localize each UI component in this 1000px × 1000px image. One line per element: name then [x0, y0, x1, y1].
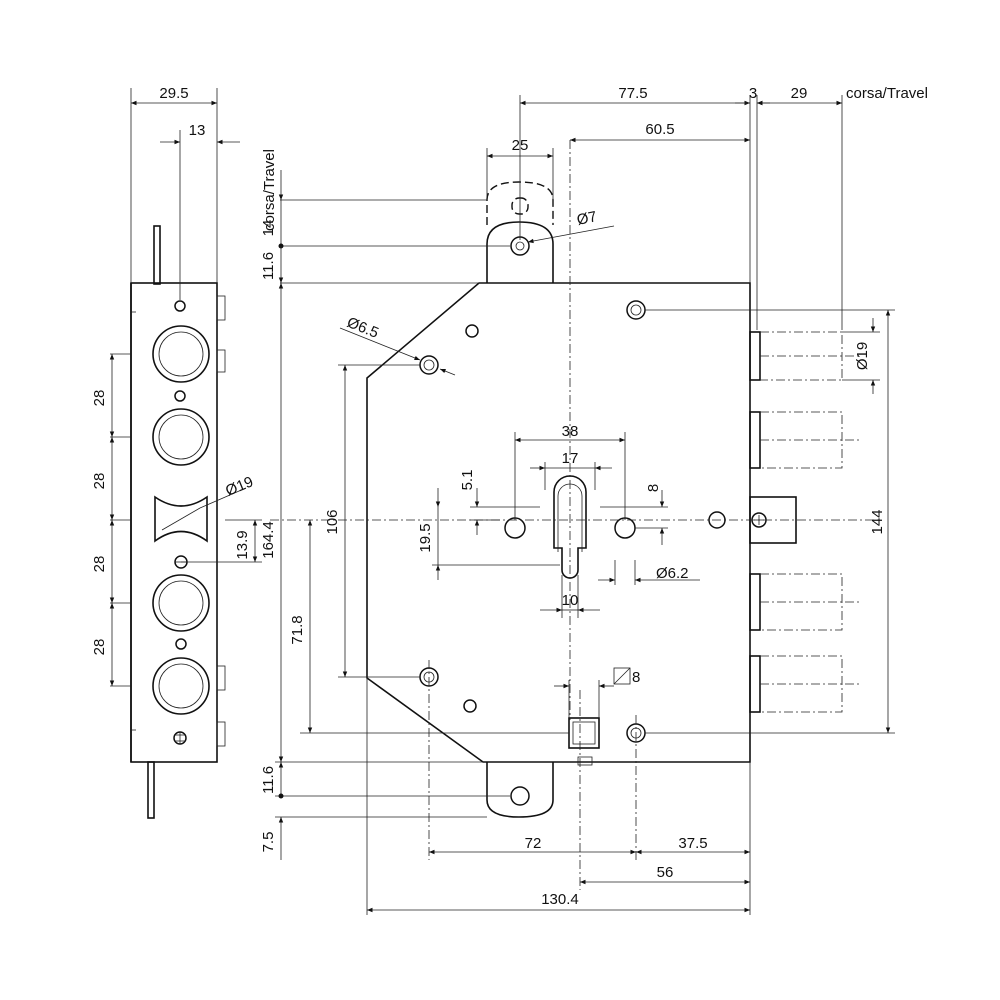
- dim-top-77-5: 77.5: [618, 85, 647, 102]
- dim-height-71-8: 71.8: [289, 615, 306, 644]
- dim-top-60-5: 60.5: [645, 121, 674, 138]
- dim-bottom-72: 72: [525, 835, 542, 852]
- dim-height-164-4: 164.4: [260, 521, 277, 559]
- lock-case: [366, 282, 751, 763]
- dim-bolt-dia-19: Ø19: [854, 342, 871, 370]
- dim-pitch-1: 28: [91, 390, 108, 407]
- top-mount-ear: [486, 221, 554, 283]
- travel-label-right: corsa/Travel: [846, 85, 928, 102]
- dim-bottom-7-5: 7.5: [260, 832, 277, 853]
- dim-height-144: 144: [869, 509, 886, 534]
- latch-bolt: [154, 495, 208, 543]
- dim-pitch-4: 28: [91, 639, 108, 656]
- dim-top-14: 14: [260, 220, 277, 237]
- cylinder-keyhole: [553, 475, 587, 579]
- dim-hole-6-5: Ø6.5: [345, 314, 382, 342]
- travel-label-left: corsa/Travel: [261, 149, 278, 231]
- side-bolts: [152, 325, 210, 715]
- dim-top-3: 3: [749, 85, 757, 102]
- dim-bottom-56: 56: [657, 864, 674, 881]
- top-rod: [153, 225, 161, 285]
- front-view: 77.5 3 29 corsa/Travel 60.5 25 Ø7 Ø6.5 c…: [260, 85, 928, 915]
- bottom-mount-ear: [486, 762, 554, 818]
- dim-side-bolt-dia: Ø19: [223, 473, 256, 499]
- side-faceplate: [130, 282, 218, 763]
- bottom-rod: [147, 761, 155, 819]
- dim-cylinder-38: 38: [562, 423, 579, 440]
- dim-hole-7: Ø7: [575, 208, 598, 229]
- dim-cylinder-17: 17: [562, 450, 579, 467]
- dim-top-29: 29: [791, 85, 808, 102]
- dim-side-offset: 13: [189, 122, 206, 139]
- dim-square-8: 8: [632, 669, 640, 686]
- dim-pitch-2: 28: [91, 473, 108, 490]
- dim-side-width: 29.5: [159, 85, 188, 102]
- dim-top-11-6: 11.6: [260, 252, 277, 280]
- dim-cylinder-10: 10: [562, 592, 579, 609]
- dim-cylinder-6-2: Ø6.2: [656, 565, 689, 582]
- handle-square: [568, 717, 600, 749]
- dim-bottom-130-4: 130.4: [541, 891, 579, 908]
- dim-top-25: 25: [512, 137, 529, 154]
- dim-height-106: 106: [324, 509, 341, 534]
- dim-bottom-11-6: 11.6: [260, 766, 277, 794]
- side-view: 29.5 13 28 28 28 28 Ø19 13.9: [91, 85, 262, 819]
- dim-bottom-37-5: 37.5: [678, 835, 707, 852]
- dim-cylinder-5-1: 5.1: [459, 470, 476, 491]
- dim-side-small: 13.9: [234, 530, 251, 559]
- dim-cylinder-8: 8: [645, 484, 662, 492]
- dim-pitch-3: 28: [91, 556, 108, 573]
- dim-cylinder-19-5: 19.5: [417, 523, 434, 552]
